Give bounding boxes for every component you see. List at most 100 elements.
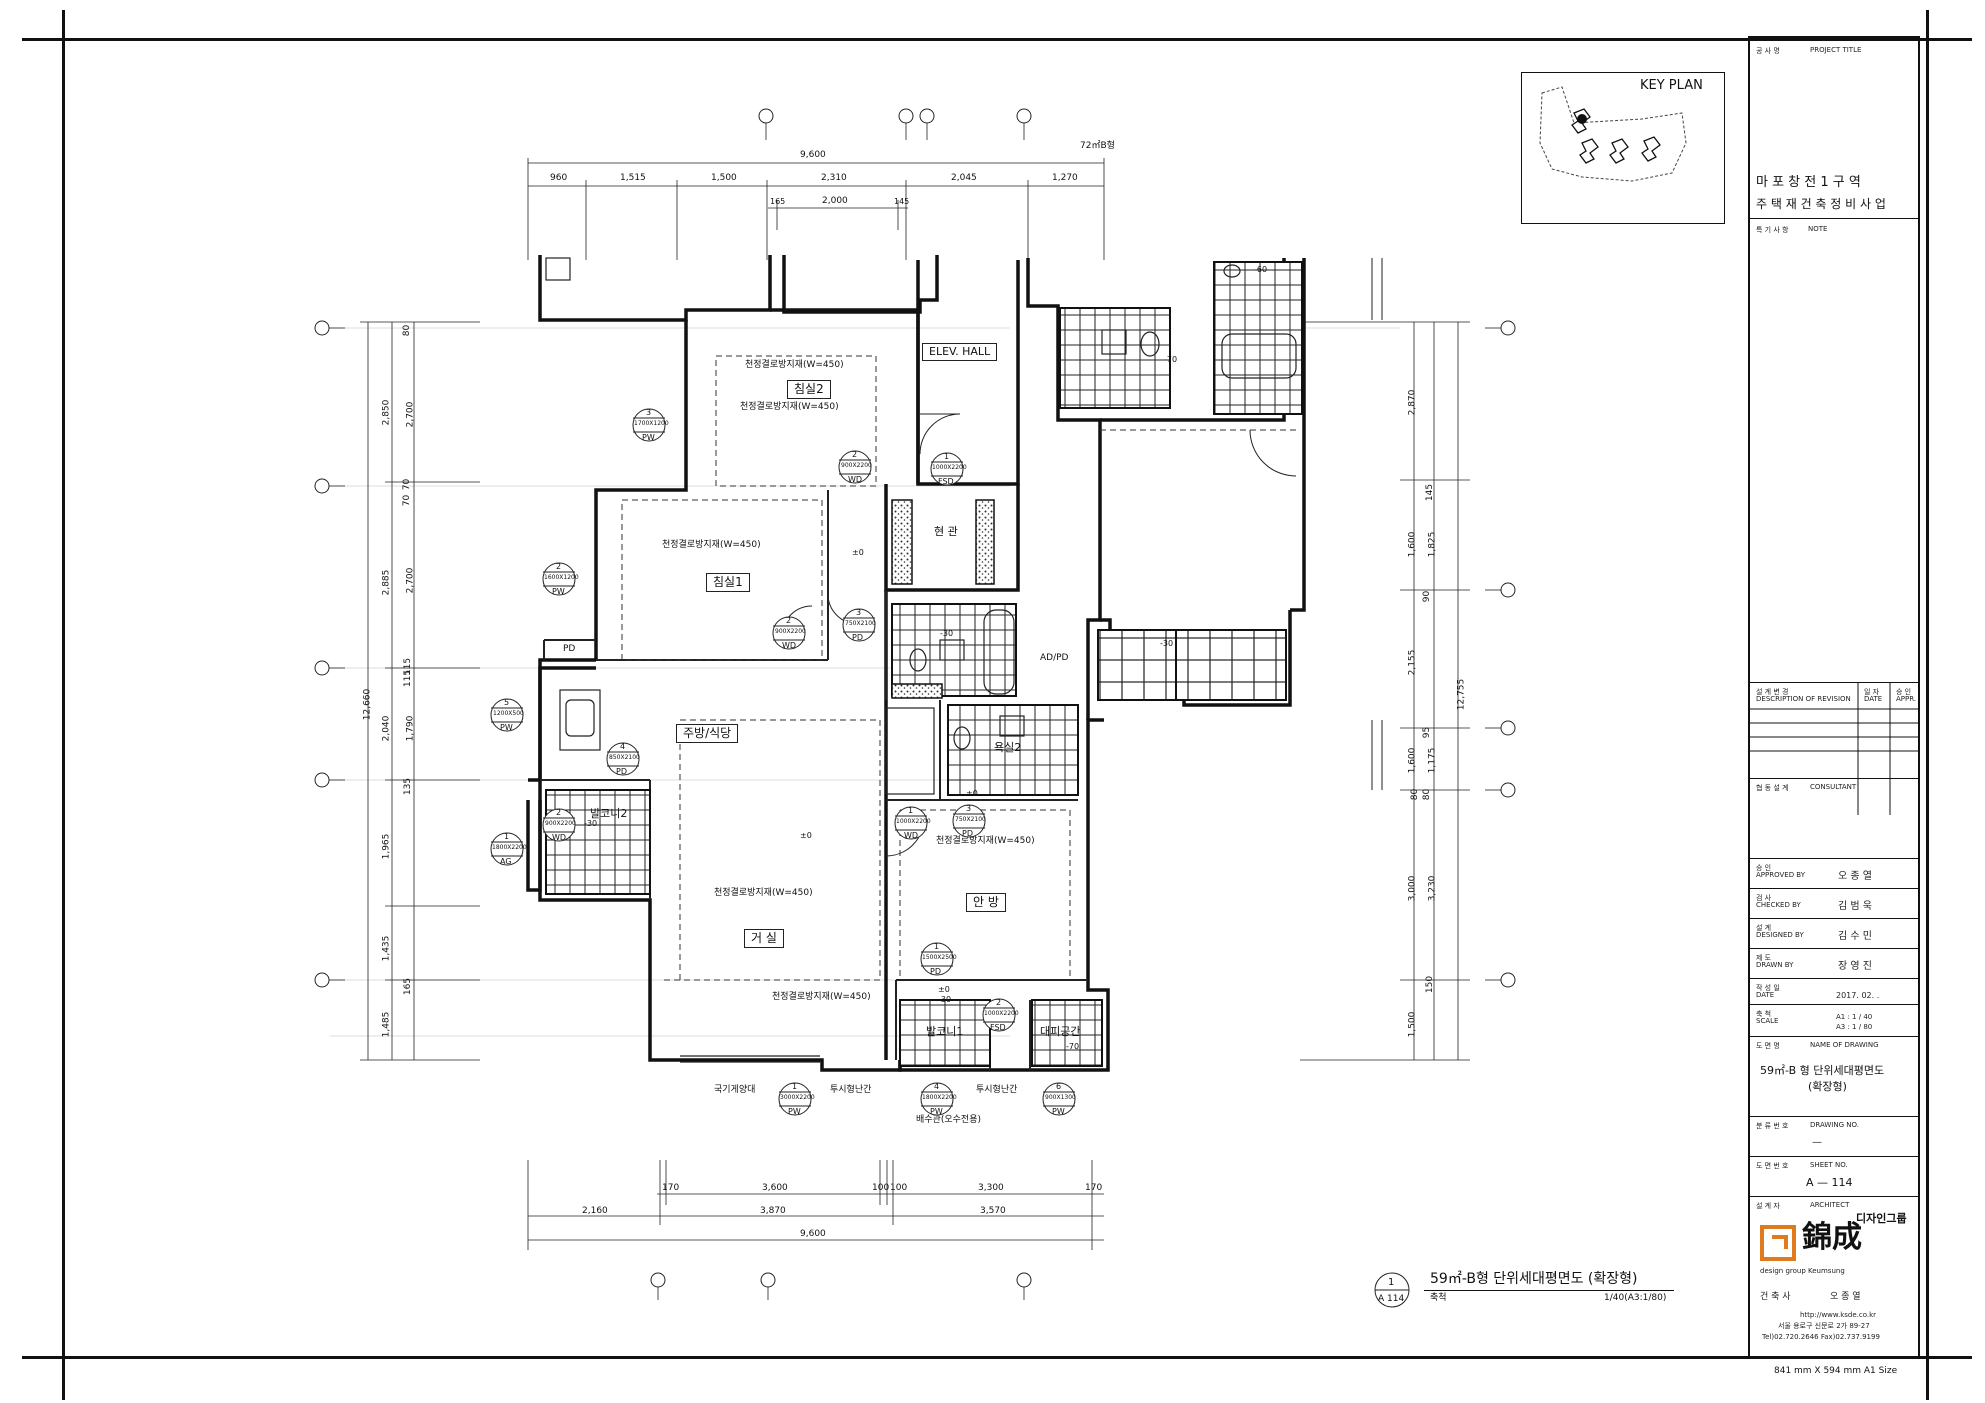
dim-right: 90 <box>1422 590 1433 603</box>
frame-bottom <box>22 1356 1972 1359</box>
room-living: 거 실 <box>744 929 784 949</box>
tag-num: 6 <box>1056 1082 1062 1091</box>
tag-size: 1000X2200 <box>932 464 967 471</box>
paper-size: 841 mm X 594 mm A1 Size <box>1774 1366 1898 1376</box>
project-name-1: 마 포 창 전 1 구 역 <box>1756 175 1861 190</box>
dim-bottom: 3,570 <box>980 1206 1006 1216</box>
dim-left: 2,040 <box>381 715 392 742</box>
frame-top <box>22 38 1972 41</box>
tag-circle-icon <box>982 998 1016 1032</box>
dim-right: 80 <box>1410 788 1421 801</box>
dim-right: 80 <box>1422 788 1433 801</box>
tag-num: 1 <box>944 452 950 461</box>
title-scale-label: 축척 <box>1430 1293 1447 1303</box>
window-tag: 3 750X2100 PD <box>842 606 876 644</box>
appr-col: 승 인 <box>1896 688 1912 696</box>
designed-row: 설 계 DESIGNED BY 김 수 민 <box>1750 918 1918 948</box>
approved-label-en: APPROVED BY <box>1756 871 1806 879</box>
dim-right: 1,500 <box>1407 1011 1418 1038</box>
dim-right: 2,870 <box>1407 389 1418 416</box>
checked-row: 검 사 CHECKED BY 김 범 욱 <box>1750 888 1918 918</box>
tag-num: 1 <box>792 1082 798 1091</box>
tag-size: 750X2100 <box>845 620 876 627</box>
firm-tel: Tel)02.720.2646 Fax)02.737.9199 <box>1762 1333 1880 1341</box>
room-entrance: 현 관 <box>934 525 958 538</box>
tag-circle-icon <box>952 804 986 838</box>
tag-code: WD <box>904 831 919 840</box>
dim-left: 2,885 <box>381 569 392 596</box>
window-tag: 3 750X2100 PD <box>952 802 986 840</box>
level-mark: ±0 <box>938 985 950 994</box>
firm-url: http://www.ksde.co.kr <box>1800 1311 1877 1319</box>
tag-num: 4 <box>934 1082 940 1091</box>
tag-circle-icon <box>920 942 954 976</box>
dim-left: 2,850 <box>381 399 392 426</box>
drawing-title: 1 A 114 59㎡-B형 단위세대평면도 (확장형) 축척 1/40(A3:… <box>1372 1268 1702 1316</box>
key-plan: KEY PLAN <box>1521 72 1725 224</box>
tag-num: 2 <box>852 450 858 459</box>
level-mark: ±0 <box>966 789 978 798</box>
dim-bottom: 3,600 <box>762 1183 788 1193</box>
dim-left-overall: 12,660 <box>362 688 373 721</box>
firm-hanja: 錦成 <box>1802 1220 1862 1255</box>
firm-ceo-name: 오 종 열 <box>1830 1292 1861 1302</box>
revision-row: 설 계 변 경 DESCRIPTION OF REVISION 일 자 DATE… <box>1750 682 1920 815</box>
window-tag: 4 1800X2200 PW <box>920 1080 957 1118</box>
tag-size: 1000X2200 <box>896 818 931 825</box>
dim-right: 150 <box>1425 975 1436 994</box>
window-tag: 1 1500X2500 PD <box>920 940 957 978</box>
project-label-en: PROJECT TITLE <box>1810 46 1862 54</box>
dim-right: 2,155 <box>1407 649 1418 676</box>
tag-num: 2 <box>556 562 562 571</box>
tag-circle-icon <box>930 452 964 486</box>
firm-logo-icon <box>1760 1225 1796 1261</box>
title-underline <box>1424 1290 1674 1291</box>
scale-a1: A1 : 1 / 40 <box>1836 1013 1873 1021</box>
dim-left: 1,435 <box>381 935 392 962</box>
tag-num: 2 <box>996 998 1002 1007</box>
tag-size: 900X2200 <box>841 462 872 469</box>
checked-name: 김 범 욱 <box>1838 901 1872 912</box>
ceiling-note: 천정결로방지재(W=450) <box>772 992 871 1002</box>
dim-right: 1,175 <box>1427 747 1438 774</box>
dim-bottom: 100 <box>872 1183 890 1193</box>
approved-name: 오 종 열 <box>1838 871 1872 882</box>
tag-num: 1 <box>934 942 940 951</box>
tag-code: PD <box>962 829 973 838</box>
designed-label-en: DESIGNED BY <box>1756 931 1804 939</box>
scale-row: 축 척 SCALE A1 : 1 / 40 A3 : 1 / 80 <box>1750 1004 1918 1036</box>
tag-circle-icon <box>542 562 576 596</box>
note-label: 특 기 사 항 <box>1756 226 1789 234</box>
tag-size: 900X1300 <box>1045 1094 1076 1101</box>
tag-size: 1800X2200 <box>922 1094 957 1101</box>
title-num: 1 <box>1388 1277 1395 1288</box>
firm-address: 서울 용로구 신문로 2가 89-27 <box>1778 1322 1870 1330</box>
window-tag: 2 900X2200 WD <box>772 614 806 652</box>
tag-code: PW <box>930 1107 943 1116</box>
dim-top-seg: 2,310 <box>821 173 847 183</box>
room-ad-pd: AD/PD <box>1040 653 1069 663</box>
revision-label: 설 계 변 경 <box>1756 688 1789 696</box>
dim-top-sub: 2,000 <box>822 196 848 206</box>
tag-code: FSD <box>938 477 954 486</box>
checked-label-en: CHECKED BY <box>1756 901 1801 909</box>
frame-right <box>1926 10 1929 1400</box>
tag-size: 3000X2200 <box>780 1094 815 1101</box>
date-label: 작 성 일 <box>1756 984 1780 992</box>
dim-left: 115 <box>403 669 414 688</box>
level-mark: ±0 <box>800 831 812 840</box>
tag-size: 850X2100 <box>609 754 640 761</box>
drawn-row: 제 도 DRAWN BY 장 영 진 <box>1750 948 1918 978</box>
tag-size: 1000X2200 <box>984 1010 1019 1017</box>
level-mark: -70 <box>1066 1042 1080 1051</box>
scale-a3: A3 : 1 / 80 <box>1836 1023 1873 1031</box>
window-tag: 3 1700X1200 PW <box>632 406 669 444</box>
tag-code: PW <box>1052 1107 1065 1116</box>
note-flag: 국기게양대 <box>714 1085 756 1095</box>
date-label-en: DATE <box>1756 991 1775 999</box>
dim-bottom: 2,160 <box>582 1206 608 1216</box>
tag-size: 1800X2200 <box>492 844 527 851</box>
level-mark: -30 <box>938 995 952 1004</box>
tag-circle-icon <box>632 408 666 442</box>
